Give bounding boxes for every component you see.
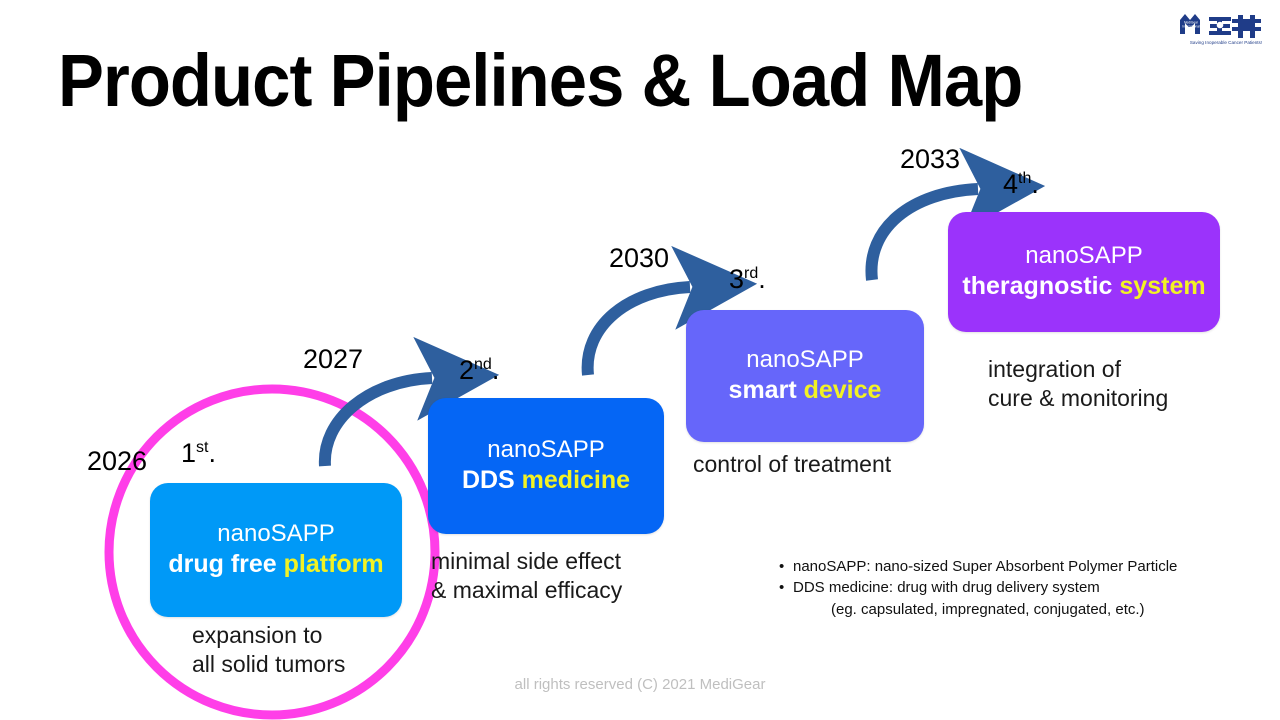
footnote-text: DDS medicine: drug with drug delivery sy… xyxy=(793,579,1100,597)
footnote-item: • DDS medicine: drug with drug delivery … xyxy=(779,577,1249,598)
stage-box-3-line2: smart device xyxy=(729,376,882,406)
footnote-list: • nanoSAPP: nano-sized Super Absorbent P… xyxy=(779,556,1249,620)
stage-box-3-line1: nanoSAPP xyxy=(746,346,864,374)
ordinal-number: 2 xyxy=(459,355,475,385)
ordinal-dot: . xyxy=(208,438,216,468)
ordinal-number: 3 xyxy=(729,264,745,294)
logo-brand-line-2: International xyxy=(1182,25,1200,29)
ordinal-dot: . xyxy=(491,355,500,385)
ordinal-number: 4 xyxy=(1003,169,1019,199)
stage-box-3-line2-plain: smart xyxy=(728,376,804,405)
stage-caption-3: control of treatment xyxy=(693,451,892,477)
logo-brand-line-1: MediGear xyxy=(1184,21,1199,25)
footnote-subtext: (eg. capsulated, impregnated, conjugated… xyxy=(831,600,1145,618)
ordinal-number: 1 xyxy=(181,438,197,468)
stage-box-4[interactable]: nanoSAPP theragnostic system xyxy=(948,212,1220,332)
year-label-2027: 2027 xyxy=(303,344,364,374)
ordinal-label-4th: 4th. xyxy=(1003,169,1039,200)
stage-box-1-line2-plain: drug free xyxy=(168,550,284,579)
stage-box-1-line2: drug free platform xyxy=(168,550,383,580)
copyright-footer: all rights reserved (C) 2021 MediGear xyxy=(514,676,766,693)
ordinal-suffix: st xyxy=(196,439,209,456)
ordinal-suffix: rd xyxy=(744,265,759,282)
stage-caption-4: integration of cure & monitoring xyxy=(988,356,1169,412)
bullet-icon: • xyxy=(779,558,785,575)
logo-mark-icon: Saving Inoperable Cancer Patients! MediG… xyxy=(1180,14,1262,45)
stage-box-1-line1: nanoSAPP xyxy=(217,520,335,548)
ordinal-suffix: nd xyxy=(474,356,492,373)
ordinal-label-2nd: 2nd. xyxy=(459,355,499,386)
footnote-text: nanoSAPP: nano-sized Super Absorbent Pol… xyxy=(793,558,1178,575)
stage-box-2-line2: DDS medicine xyxy=(462,466,630,496)
arrow-2026-to-2027 xyxy=(318,336,500,467)
stage-box-2[interactable]: nanoSAPP DDS medicine xyxy=(428,398,664,534)
footnote-subtext-row: (eg. capsulated, impregnated, conjugated… xyxy=(793,599,1249,620)
logo-tagline: Saving Inoperable Cancer Patients! xyxy=(1190,40,1262,45)
bullet-icon: • xyxy=(779,579,785,597)
year-label-2030: 2030 xyxy=(609,243,670,273)
stage-box-2-line2-highlight: medicine xyxy=(521,466,631,495)
stage-box-4-line2: theragnostic system xyxy=(962,272,1205,302)
stage-box-2-line1: nanoSAPP xyxy=(487,436,605,464)
year-label-2026: 2026 xyxy=(87,446,148,476)
footnote-item: • nanoSAPP: nano-sized Super Absorbent P… xyxy=(779,556,1249,577)
arrow-2027-to-2030 xyxy=(581,245,758,376)
ordinal-label-3rd: 3rd. xyxy=(729,264,766,295)
ordinal-dot: . xyxy=(1031,169,1039,199)
ordinal-suffix: th xyxy=(1018,170,1032,187)
stage-box-3-line2-highlight: device xyxy=(803,376,882,405)
stage-caption-1: expansion to all solid tumors xyxy=(192,622,346,678)
stage-box-1[interactable]: nanoSAPP drug free platform xyxy=(150,483,402,617)
medigear-logo: Saving Inoperable Cancer Patients! MediG… xyxy=(1176,8,1276,48)
ordinal-dot: . xyxy=(758,264,766,294)
stage-box-1-line2-highlight: platform xyxy=(283,550,384,579)
ordinal-label-1st: 1st. xyxy=(181,438,216,469)
stage-box-4-line2-highlight: system xyxy=(1119,272,1206,301)
stage-box-3[interactable]: nanoSAPP smart device xyxy=(686,310,924,442)
stage-box-4-line1: nanoSAPP xyxy=(1025,242,1143,270)
page-title: Product Pipelines & Load Map xyxy=(58,39,1023,122)
stage-caption-2: minimal side effect & maximal efficacy xyxy=(431,548,623,604)
stage-box-4-line2-plain: theragnostic xyxy=(962,272,1120,301)
stage-box-2-line2-plain: DDS xyxy=(461,466,522,495)
year-label-2033: 2033 xyxy=(900,144,961,174)
